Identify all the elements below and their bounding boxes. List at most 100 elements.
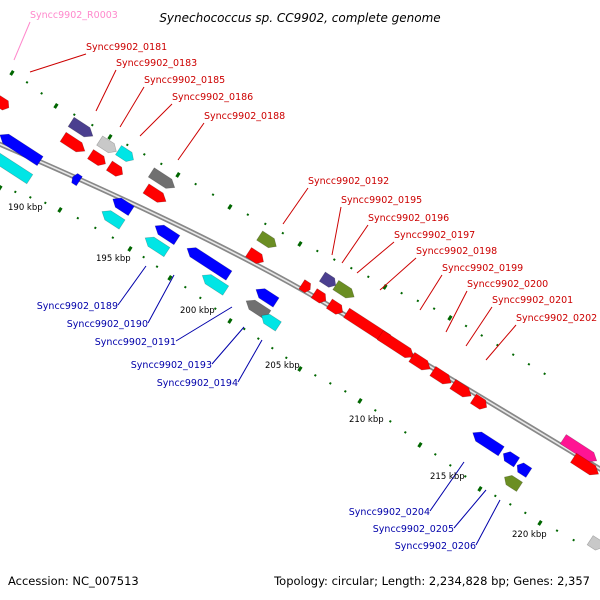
tick-mark bbox=[432, 307, 436, 311]
gene-label[interactable]: Syncc9902_0191 bbox=[95, 337, 176, 348]
gene-label[interactable]: Syncc9902_0195 bbox=[341, 195, 422, 206]
label-connector bbox=[13, 21, 31, 61]
gene-arrow[interactable] bbox=[501, 472, 523, 492]
gene-arrow[interactable] bbox=[408, 351, 433, 373]
gene-label[interactable]: Syncc9902_R0003 bbox=[30, 10, 118, 21]
gene-arrow[interactable] bbox=[142, 183, 169, 206]
gene-label[interactable]: Syncc9902_0190 bbox=[67, 319, 148, 330]
gene-arrow[interactable] bbox=[470, 428, 505, 457]
gene-arrow[interactable] bbox=[310, 288, 329, 306]
tick-mark bbox=[227, 204, 233, 210]
gene-arrow[interactable] bbox=[152, 221, 181, 246]
gene-arrow[interactable] bbox=[245, 247, 266, 266]
gene-arrow[interactable] bbox=[147, 167, 177, 192]
tick-mark bbox=[281, 231, 285, 235]
gene-arrow[interactable] bbox=[87, 149, 108, 168]
gene-label[interactable]: Syncc9902_0202 bbox=[516, 313, 597, 324]
gene-arrow[interactable] bbox=[110, 194, 135, 217]
gene-arrow[interactable] bbox=[500, 449, 521, 468]
gene-label[interactable]: Syncc9902_0197 bbox=[394, 230, 475, 241]
gene-arrow[interactable] bbox=[559, 434, 600, 465]
kbp-label: 205 kbp bbox=[265, 361, 300, 371]
gene-arrow[interactable] bbox=[105, 160, 125, 179]
gene-arrow[interactable] bbox=[376, 330, 417, 361]
gene-arrow[interactable] bbox=[99, 207, 126, 230]
tick-mark bbox=[90, 123, 94, 127]
gene-arrow[interactable] bbox=[0, 146, 34, 185]
gene-label[interactable]: Syncc9902_0204 bbox=[349, 507, 430, 518]
gene-label[interactable]: Syncc9902_0194 bbox=[157, 378, 238, 389]
tick-mark bbox=[256, 337, 260, 340]
tick-mark bbox=[0, 185, 3, 191]
gene-label[interactable]: Syncc9902_0196 bbox=[368, 213, 449, 224]
gene-arrow[interactable] bbox=[96, 135, 120, 156]
gene-labels: Syncc9902_R0003Syncc9902_0181Syncc9902_0… bbox=[30, 10, 597, 552]
gene-arrow[interactable] bbox=[142, 233, 171, 258]
gene-label[interactable]: Syncc9902_0199 bbox=[442, 263, 523, 274]
tick-mark bbox=[159, 162, 163, 166]
gene-label[interactable]: Syncc9902_0189 bbox=[37, 301, 118, 312]
label-connector bbox=[95, 69, 117, 112]
gene-arrow[interactable] bbox=[67, 116, 96, 140]
label-connector bbox=[282, 187, 309, 225]
tick-mark bbox=[463, 474, 467, 478]
label-connector bbox=[419, 274, 443, 311]
label-connector bbox=[341, 224, 369, 264]
gene-label[interactable]: Syncc9902_0200 bbox=[467, 279, 548, 290]
gene-arrow[interactable] bbox=[184, 244, 233, 281]
tick-mark bbox=[511, 353, 515, 357]
tick-mark bbox=[53, 103, 59, 109]
gene-arrow[interactable] bbox=[59, 131, 88, 155]
label-connector bbox=[445, 290, 468, 333]
tick-mark bbox=[25, 80, 29, 84]
gene-arrow[interactable] bbox=[469, 393, 489, 412]
tick-mark bbox=[315, 249, 319, 253]
gene-label[interactable]: Syncc9902_0185 bbox=[144, 75, 225, 86]
gene-label[interactable]: Syncc9902_0181 bbox=[86, 42, 167, 53]
tick-mark bbox=[416, 299, 420, 303]
tick-mark bbox=[194, 182, 197, 186]
gene-arrow[interactable] bbox=[429, 365, 454, 387]
gene-label[interactable]: Syncc9902_0183 bbox=[116, 58, 197, 69]
gene-label[interactable]: Syncc9902_0192 bbox=[308, 176, 389, 187]
gene-arrow[interactable] bbox=[0, 130, 44, 167]
gene-arrow[interactable] bbox=[115, 145, 136, 164]
tick-mark bbox=[403, 430, 407, 434]
gene-arrow[interactable] bbox=[332, 279, 357, 301]
gene-label[interactable]: Syncc9902_0186 bbox=[172, 92, 253, 103]
gene-arrow[interactable] bbox=[298, 279, 313, 295]
gene-label[interactable]: Syncc9902_0193 bbox=[131, 360, 212, 371]
label-connector bbox=[117, 265, 147, 306]
kbp-label: 220 kbp bbox=[512, 530, 547, 540]
tick-mark bbox=[477, 485, 483, 492]
tick-mark bbox=[175, 172, 181, 178]
gene-arrow[interactable] bbox=[199, 271, 230, 296]
tick-mark bbox=[447, 315, 453, 321]
gene-arrow[interactable] bbox=[256, 230, 280, 251]
gene-arrow[interactable] bbox=[449, 378, 474, 400]
label-connector bbox=[139, 103, 173, 137]
gene-arrow[interactable] bbox=[0, 95, 12, 113]
gene-arrow[interactable] bbox=[325, 298, 345, 317]
gene-arrow[interactable] bbox=[514, 461, 533, 478]
gene-arrow[interactable] bbox=[570, 452, 600, 479]
tick-mark bbox=[464, 324, 468, 328]
gene-label[interactable]: Syncc9902_0201 bbox=[492, 295, 573, 306]
gene-arrow[interactable] bbox=[586, 535, 600, 553]
genome-summary-text: Topology: circular; Length: 2,234,828 bp… bbox=[274, 574, 590, 588]
tick-mark bbox=[493, 494, 497, 498]
label-connector bbox=[379, 257, 417, 291]
gene-label[interactable]: Syncc9902_0198 bbox=[416, 246, 497, 257]
gene-arrow[interactable] bbox=[253, 285, 280, 308]
gene-label[interactable]: Syncc9902_0188 bbox=[204, 111, 285, 122]
label-connector bbox=[119, 86, 145, 128]
tick-mark bbox=[297, 366, 303, 372]
tick-mark bbox=[76, 216, 80, 220]
gene-label[interactable]: Syncc9902_0205 bbox=[373, 524, 454, 535]
tick-mark bbox=[125, 143, 129, 147]
gene-arrow[interactable] bbox=[318, 271, 338, 290]
gene-arrow[interactable] bbox=[70, 172, 83, 187]
gene-label[interactable]: Syncc9902_0206 bbox=[395, 541, 476, 552]
kbp-label: 190 kbp bbox=[8, 203, 43, 213]
gene-arrow[interactable] bbox=[259, 311, 282, 332]
